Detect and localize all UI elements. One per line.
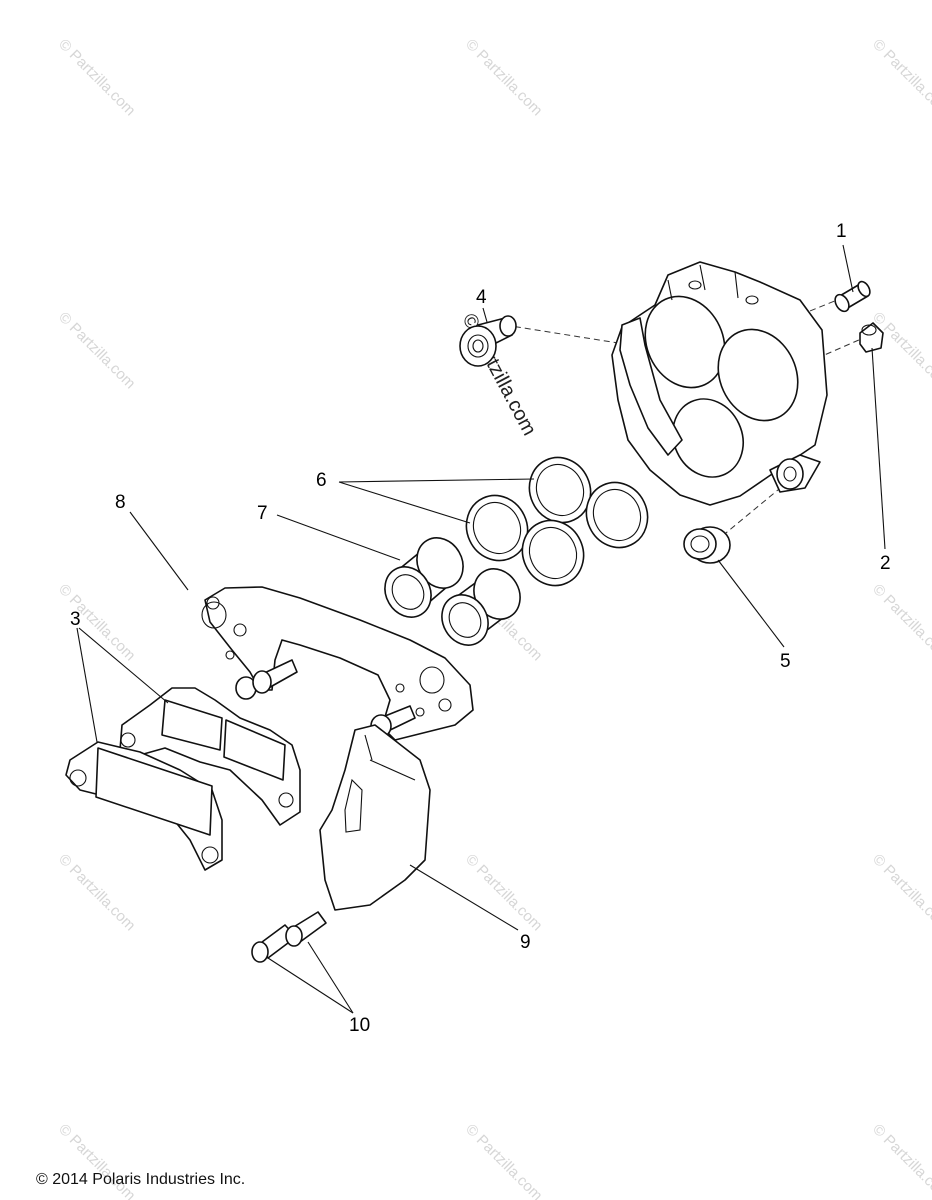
bushing-part — [683, 526, 731, 564]
callout-6: 6 — [316, 470, 327, 491]
copyright-notice: © 2014 Polaris Industries Inc. — [36, 1171, 246, 1188]
watermark: © Partzilla.com — [869, 309, 932, 392]
pad-clip-part — [319, 724, 431, 911]
bleeder-screw-part — [834, 280, 871, 313]
watermark: © Partzilla.com — [55, 309, 138, 392]
watermark: © Partzilla.com — [869, 36, 932, 119]
watermark: © Partzilla.com — [869, 1121, 932, 1200]
callout-7: 7 — [257, 503, 268, 524]
mounting-bracket-part — [201, 586, 474, 741]
watermark: © Partzilla.com — [869, 851, 932, 934]
mounting-bolt-part — [459, 315, 517, 367]
callout-3: 3 — [70, 609, 81, 630]
watermark: © Partzilla.com — [55, 36, 138, 119]
caliper-body-part — [611, 261, 828, 506]
watermark: © Partzilla.com — [55, 851, 138, 934]
callout-1: 1 — [836, 221, 847, 242]
callout-10: 10 — [349, 1015, 370, 1036]
callout-8: 8 — [115, 492, 126, 513]
callout-9: 9 — [520, 932, 531, 953]
watermark: © Partzilla.com — [462, 36, 545, 119]
callout-2: 2 — [880, 553, 891, 574]
piston-seals-part — [465, 456, 649, 587]
callout-4: 4 — [476, 287, 487, 308]
pad-pins-part — [251, 911, 327, 963]
brake-pads-part — [65, 687, 301, 871]
callout-labels: 1 2 3 4 5 6 7 8 9 10 — [70, 221, 891, 1036]
bleeder-cap-part — [859, 322, 884, 353]
callout-5: 5 — [780, 651, 791, 672]
watermark: © Partzilla.com — [869, 581, 932, 664]
watermark: © Partzilla.com — [462, 1121, 545, 1200]
watermark: © Partzilla.com — [55, 581, 138, 664]
leader-lines — [76, 244, 886, 1014]
pistons-part — [384, 537, 521, 646]
